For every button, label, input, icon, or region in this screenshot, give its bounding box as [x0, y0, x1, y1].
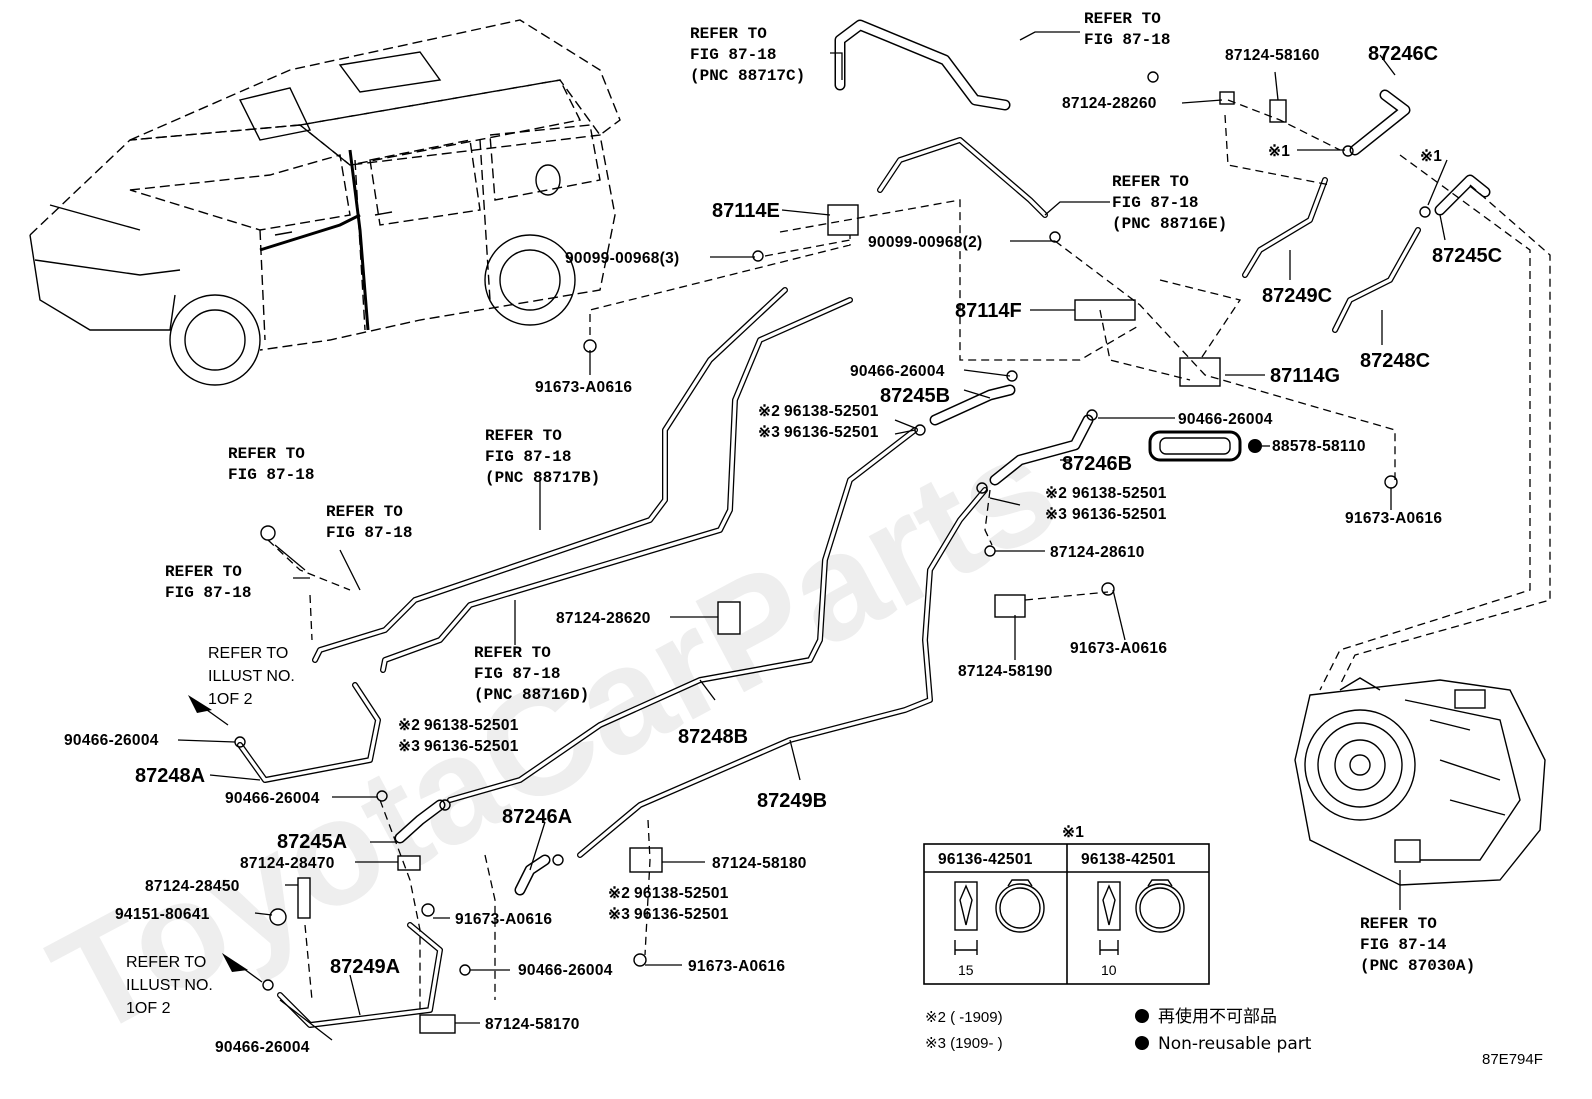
pn-87124-28450: 87124-28450 — [145, 878, 240, 895]
pn-90099-00968-2: 90099-00968(2) — [868, 234, 983, 251]
pn-87124-28260: 87124-28260 — [1062, 95, 1157, 112]
mark-1-a: ※1 — [1268, 143, 1290, 160]
diagram-code: 87E794F — [1482, 1051, 1543, 1068]
mark-2-a: ※2 — [758, 403, 780, 420]
hoses — [394, 19, 1491, 896]
mark-3-b: ※3 — [1045, 506, 1067, 523]
mark-3-a: ※3 — [758, 424, 780, 441]
pn-91673-a0616-d: 91673-A0616 — [455, 911, 552, 928]
pn-90099-00968-3: 90099-00968(3) — [565, 250, 680, 267]
pn-90466-26004-d: 90466-26004 — [225, 790, 320, 807]
part-87249c: 87249C — [1262, 285, 1332, 307]
clamp-table-title: ※1 — [1062, 824, 1084, 841]
pn-96136-52501-a: 96136-52501 — [784, 424, 879, 441]
pn-96138-52501-d: 96138-52501 — [634, 885, 729, 902]
pn-87124-58170: 87124-58170 — [485, 1016, 580, 1033]
pn-90466-26004-a: 90466-26004 — [850, 363, 945, 380]
pn-87124-58190: 87124-58190 — [958, 663, 1053, 680]
legend-jp: 再使用不可部品 — [1158, 1006, 1277, 1027]
mark-2-d: ※2 — [608, 885, 630, 902]
pn-87124-28610: 87124-28610 — [1050, 544, 1145, 561]
vehicle-illustration — [29, 19, 621, 386]
pn-94151-80641: 94151-80641 — [115, 906, 210, 923]
pipes — [237, 137, 1421, 1028]
pn-91673-a0616-c: 91673-A0616 — [1070, 640, 1167, 657]
legend-note-2: ※2 ( -1909) — [925, 1009, 1003, 1026]
part-87246c: 87246C — [1368, 43, 1438, 65]
dashed-lines — [267, 99, 1551, 1010]
clamp-dim-15: 15 — [958, 962, 974, 978]
pn-91673-a0616-a: 91673-A0616 — [535, 379, 632, 396]
pn-87124-28620: 87124-28620 — [556, 610, 651, 627]
pn-91673-a0616-b: 91673-A0616 — [1345, 510, 1442, 527]
clamp-col-96136-42501: 96136-42501 — [938, 851, 1033, 868]
part-87248c: 87248C — [1360, 350, 1430, 372]
part-87249a: 87249A — [330, 956, 400, 978]
clamp-dim-10: 10 — [1101, 962, 1117, 978]
legend-note-3: ※3 (1909- ) — [925, 1035, 1003, 1052]
part-87246b: 87246B — [1062, 453, 1132, 475]
part-87245b: 87245B — [880, 385, 950, 407]
mark-3-c: ※3 — [398, 738, 420, 755]
pn-96138-52501-a: 96138-52501 — [784, 403, 879, 420]
clamp-table: ※1 96136-42501 96138-42501 15 10 — [923, 824, 1210, 985]
part-87245c: 87245C — [1432, 245, 1502, 267]
hvac-unit-illustration — [1294, 677, 1546, 886]
pn-96136-52501-b: 96136-52501 — [1072, 506, 1167, 523]
part-87245a: 87245A — [277, 831, 347, 853]
pn-87124-28470: 87124-28470 — [240, 855, 335, 872]
part-87249b: 87249B — [757, 790, 827, 812]
components — [234, 71, 1431, 1034]
part-87248a: 87248A — [135, 765, 205, 787]
part-code-labels: 87114E 87114F 87114G 87246C 87245C 87249… — [135, 43, 1502, 978]
pn-90466-26004-f: 90466-26004 — [215, 1039, 310, 1056]
leader-lines — [177, 31, 1448, 1041]
mark-2-c: ※2 — [398, 717, 420, 734]
pn-87124-58160: 87124-58160 — [1225, 47, 1320, 64]
pn-90466-26004-b: 90466-26004 — [1178, 411, 1273, 428]
mark-1-b: ※1 — [1420, 148, 1442, 165]
pn-91673-a0616-e: 91673-A0616 — [688, 958, 785, 975]
part-87114f: 87114F — [955, 300, 1022, 322]
mark-3-d: ※3 — [608, 906, 630, 923]
pn-90466-26004-c: 90466-26004 — [64, 732, 159, 749]
part-87114e: 87114E — [712, 200, 780, 222]
pn-96138-52501-c: 96138-52501 — [424, 717, 519, 734]
legend-non-reusable: Non-reusable part — [1158, 1034, 1312, 1054]
pn-87124-58180: 87124-58180 — [712, 855, 807, 872]
mark-2-b: ※2 — [1045, 485, 1067, 502]
pn-90466-26004-e: 90466-26004 — [518, 962, 613, 979]
pn-96136-52501-d: 96136-52501 — [634, 906, 729, 923]
legend: ※2 ( -1909) ※3 (1909- ) 再使用不可部品 Non-reus… — [925, 1006, 1312, 1054]
part-87246a: 87246A — [502, 806, 572, 828]
pn-88578-58110: 88578-58110 — [1272, 438, 1366, 455]
clamp-col-96138-42501: 96138-42501 — [1081, 851, 1176, 868]
part-87248b: 87248B — [678, 726, 748, 748]
part-87114g: 87114G — [1270, 365, 1340, 387]
part-number-labels: 87124-58160 87124-28260 90099-00968(3) 9… — [64, 47, 1442, 1056]
pn-96138-52501-b: 96138-52501 — [1072, 485, 1167, 502]
pn-96136-52501-c: 96136-52501 — [424, 738, 519, 755]
